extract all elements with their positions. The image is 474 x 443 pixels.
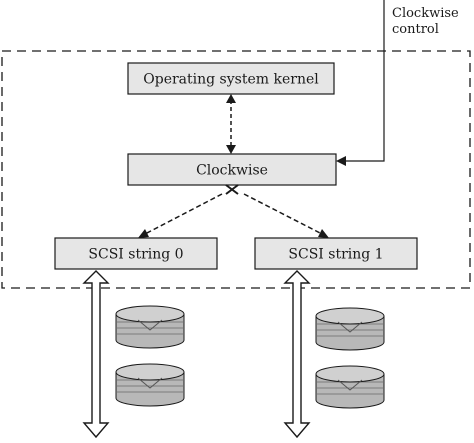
external-control-label-line1: Clockwise xyxy=(392,6,459,21)
scsi-string-0-box: SCSI string 0 xyxy=(54,237,218,270)
scsi-string-1-box: SCSI string 1 xyxy=(254,237,418,270)
external-control-line xyxy=(336,0,385,166)
external-control-label-line2: control xyxy=(392,22,439,37)
scsi-string-0-label: SCSI string 0 xyxy=(88,247,183,263)
scsi-bus-0-arrow xyxy=(82,270,110,439)
kernel-box: Operating system kernel xyxy=(127,62,335,95)
scsi-bus-1-arrow xyxy=(283,270,311,439)
kernel-clockwise-link xyxy=(226,94,236,154)
clockwise-label: Clockwise xyxy=(196,163,268,179)
clockwise-box: Clockwise xyxy=(127,153,337,186)
disk-stack-0-top xyxy=(115,305,185,349)
kernel-label: Operating system kernel xyxy=(143,72,319,88)
scsi-string-1-label: SCSI string 1 xyxy=(288,247,383,263)
disk-stack-0-bottom xyxy=(115,363,185,407)
disk-stack-1-top xyxy=(315,307,385,351)
clockwise-scsi-links xyxy=(138,184,329,238)
disk-stack-1-bottom xyxy=(315,365,385,409)
system-boundary xyxy=(1,50,471,289)
